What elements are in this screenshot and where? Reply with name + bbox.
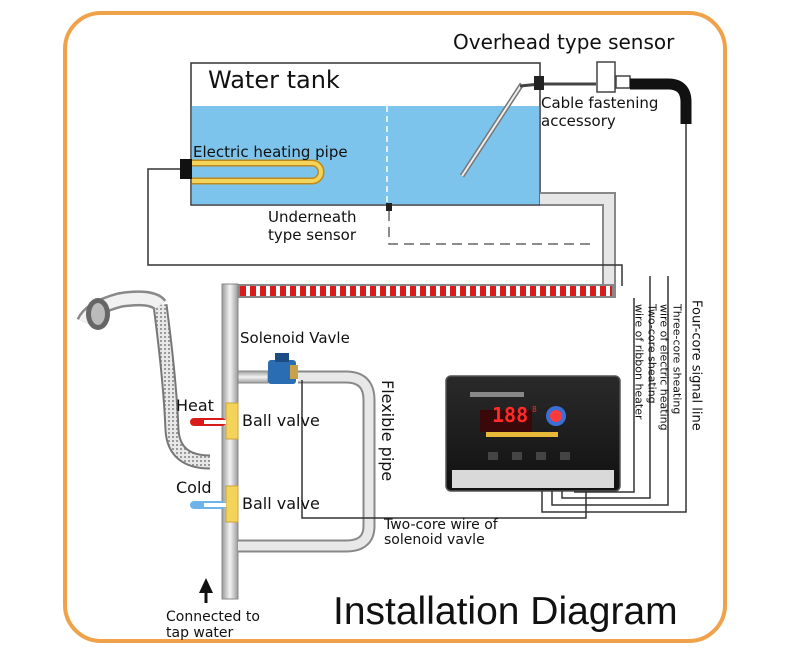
overhead-sensor-label: Overhead type sensor: [453, 30, 675, 54]
tap-water-label-2: tap water: [166, 625, 234, 641]
ribbon-heater-pipe: [228, 284, 616, 298]
underneath-sensor-label-1: Underneath: [268, 208, 357, 226]
cold-label: Cold: [176, 478, 212, 497]
controller-display-small: 8: [532, 405, 537, 414]
underneath-sensor: [386, 203, 392, 211]
four-core-signal-label: Four-core signal line: [688, 300, 704, 431]
flexible-pipe-label: Flexible pipe: [377, 380, 397, 482]
ball-valve-cold-label: Ball valve: [242, 494, 320, 513]
page-title: Installation Diagram: [333, 590, 678, 633]
tap-water-label-1: Connected to: [166, 609, 260, 625]
three-core-label-2: wire of electric heating: [657, 304, 671, 431]
cable-fastening-label-1: Cable fastening: [541, 94, 659, 112]
heat-label: Heat: [176, 396, 214, 415]
main-vertical-pipe: [221, 283, 239, 600]
ball-valve-hot: [190, 402, 239, 440]
three-core-label-1: Three-core sheating: [670, 304, 684, 415]
tap-water-arrow: [199, 578, 213, 603]
tank-outlet-pipe: [540, 192, 616, 290]
ball-valve-hot-label: Ball valve: [242, 411, 320, 430]
controller-panel: [445, 375, 621, 492]
heating-wire-loop: [147, 168, 623, 286]
shower-head: [76, 290, 211, 470]
electric-heating-pipe-label: Electric heating pipe: [193, 143, 348, 161]
ball-valve-cold: [190, 485, 239, 523]
flexible-pipe: [238, 370, 376, 553]
diagram-frame: [63, 11, 727, 643]
electric-heating-pipe: [180, 159, 325, 185]
control-wires: [382, 124, 687, 519]
solenoid-wire-label-1: Two-core wire of: [384, 517, 498, 533]
overhead-sensor-probe: [459, 61, 692, 178]
two-core-ribbon-label-1: Two-core sheating: [645, 304, 659, 404]
solenoid-valve-label: Solenoid Vavle: [240, 329, 350, 347]
solenoid-wire: [301, 380, 382, 519]
two-core-ribbon-label-2: wire of ribbon heater: [632, 304, 646, 420]
cable-fastening-label-2: accessory: [541, 112, 616, 130]
underneath-sensor-label-2: type sensor: [268, 226, 356, 244]
solenoid-wire-label-2: solenoid vavle: [384, 532, 485, 548]
controller-display: 188: [492, 403, 529, 427]
solenoid-valve: [237, 353, 298, 384]
water-tank-label: Water tank: [208, 66, 340, 94]
underneath-sensor-wire: [388, 211, 596, 245]
